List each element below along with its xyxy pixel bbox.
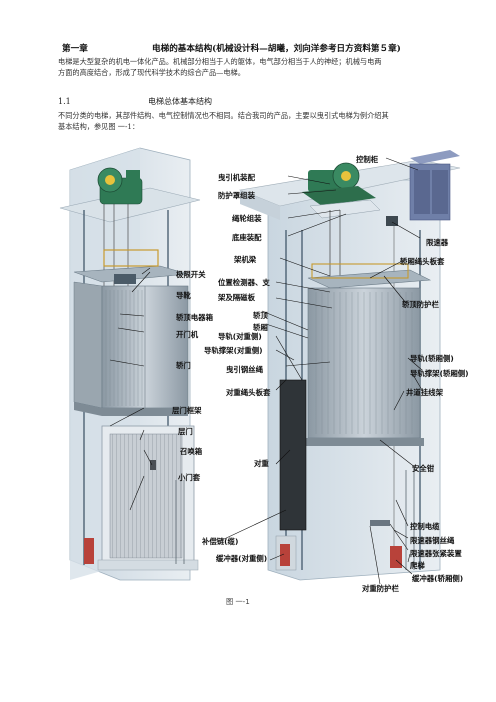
label-safety-gear: 安全钳 bbox=[412, 464, 435, 473]
chapter-title: 电梯的基本结构(机械设计科—胡曦，刘向洋参考日方资料第５章) bbox=[152, 44, 401, 54]
label-door-operator: 开门机 bbox=[176, 330, 199, 339]
section-line-1: 不同分类的电梯，其部件结构、电气控制情况也不相同。结合我司的产品，主要以曳引式电… bbox=[58, 111, 389, 120]
label-car: 轿厢 bbox=[253, 323, 268, 332]
right-traction-machine bbox=[302, 162, 381, 219]
label-hoistway-cable-rack: 井道挂线架 bbox=[406, 388, 443, 397]
section-heading: 1.1 电梯总体基本结构 bbox=[58, 96, 212, 107]
label-guard-cover: 防护罩组装 bbox=[218, 191, 255, 200]
label-base-assembly: 底座装配 bbox=[232, 233, 262, 242]
section-title: 电梯总体基本结构 bbox=[148, 97, 212, 106]
label-counterweight: 对重 bbox=[254, 459, 269, 468]
label-control-cable: 控制电缆 bbox=[410, 522, 440, 531]
label-buffer-car: 缓冲器(轿厢侧) bbox=[412, 574, 464, 583]
figure-caption: 图 一-1 bbox=[226, 597, 250, 606]
right-control-cabinet bbox=[409, 150, 460, 221]
label-traction-rope: 曳引钢丝绳 bbox=[226, 365, 263, 374]
label-car-door: 轿门 bbox=[176, 361, 191, 370]
intro-line-2: 方面的高度结合，形成了现代科学技术的综合产品—电梯。 bbox=[58, 68, 245, 77]
label-landing-door-frame: 层门框架 bbox=[172, 406, 202, 415]
label-small-door-sill: 小门套 bbox=[178, 473, 201, 482]
label-controller-cabinet: 控制柜 bbox=[356, 155, 379, 164]
section-line-2: 基本结构，参见图 一-1： bbox=[58, 122, 140, 131]
label-guide-rail-car: 导轨(轿厢侧) bbox=[410, 354, 454, 363]
intro-line-1: 电梯是大型复杂的机电一体化产品。机械部分相当于人的躯体，电气部分相当于人的神经；… bbox=[58, 57, 382, 66]
leader-lines bbox=[109, 157, 423, 585]
label-frame-beam: 架机梁 bbox=[234, 255, 257, 264]
label-buffer-cw: 缓冲器(对重侧) bbox=[216, 554, 268, 563]
label-landing-door: 层门 bbox=[178, 427, 193, 436]
label-car-top-electrical: 轿顶电器箱 bbox=[176, 313, 213, 322]
label-guide-rail-cw: 导轨(对重侧) bbox=[218, 332, 262, 341]
label-car-top-guard: 轿顶防护栏 bbox=[402, 300, 439, 309]
label-car-rope-hitch: 轿厢绳头板套 bbox=[400, 257, 445, 266]
label-car-top: 轿顶 bbox=[253, 311, 268, 320]
label-ladder: 爬梯 bbox=[410, 561, 425, 570]
label-governor: 限速器 bbox=[426, 238, 449, 247]
label-cw-guard: 对重防护栏 bbox=[362, 584, 399, 593]
label-compensation-chain: 补偿链(缆) bbox=[202, 537, 239, 546]
label-traction-machine: 曳引机装配 bbox=[218, 173, 255, 182]
elevator-structure-figure bbox=[59, 147, 461, 585]
section-number: 1.1 bbox=[58, 97, 71, 106]
label-cw-rope-hitch: 对重绳头板套 bbox=[226, 388, 271, 397]
chapter-heading: 第一章 电梯的基本结构(机械设计科—胡曦，刘向洋参考日方资料第５章) bbox=[62, 42, 482, 54]
label-governor-tension: 限速器张紧装置 bbox=[410, 549, 462, 558]
left-traction-machine bbox=[97, 167, 143, 205]
label-call-box: 召唤箱 bbox=[180, 447, 203, 456]
label-limit-switch: 极限开关 bbox=[176, 270, 206, 279]
label-guide-shoe: 导靴 bbox=[176, 291, 191, 300]
left-shaft bbox=[59, 147, 201, 581]
label-position-detector: 位置检测器、支 bbox=[218, 278, 270, 287]
label-governor-rope: 限速器钢丝绳 bbox=[410, 536, 455, 545]
right-shaft bbox=[238, 150, 461, 581]
section-paragraph: 不同分类的电梯，其部件结构、电气控制情况也不相同。结合我司的产品，主要以曳引式电… bbox=[58, 110, 389, 132]
label-partition-plate: 架及隔磁板 bbox=[218, 293, 255, 302]
label-guide-rail-bracket-car: 导轨撑架(轿厢侧) bbox=[410, 369, 469, 378]
chapter-number: 第一章 bbox=[62, 44, 88, 54]
intro-paragraph: 电梯是大型复杂的机电一体化产品。机械部分相当于人的躯体，电气部分相当于人的神经；… bbox=[58, 56, 381, 78]
label-rope-sheave: 绳轮组装 bbox=[232, 214, 262, 223]
label-guide-rail-bracket-cw: 导轨撑架(对重侧) bbox=[204, 346, 263, 355]
